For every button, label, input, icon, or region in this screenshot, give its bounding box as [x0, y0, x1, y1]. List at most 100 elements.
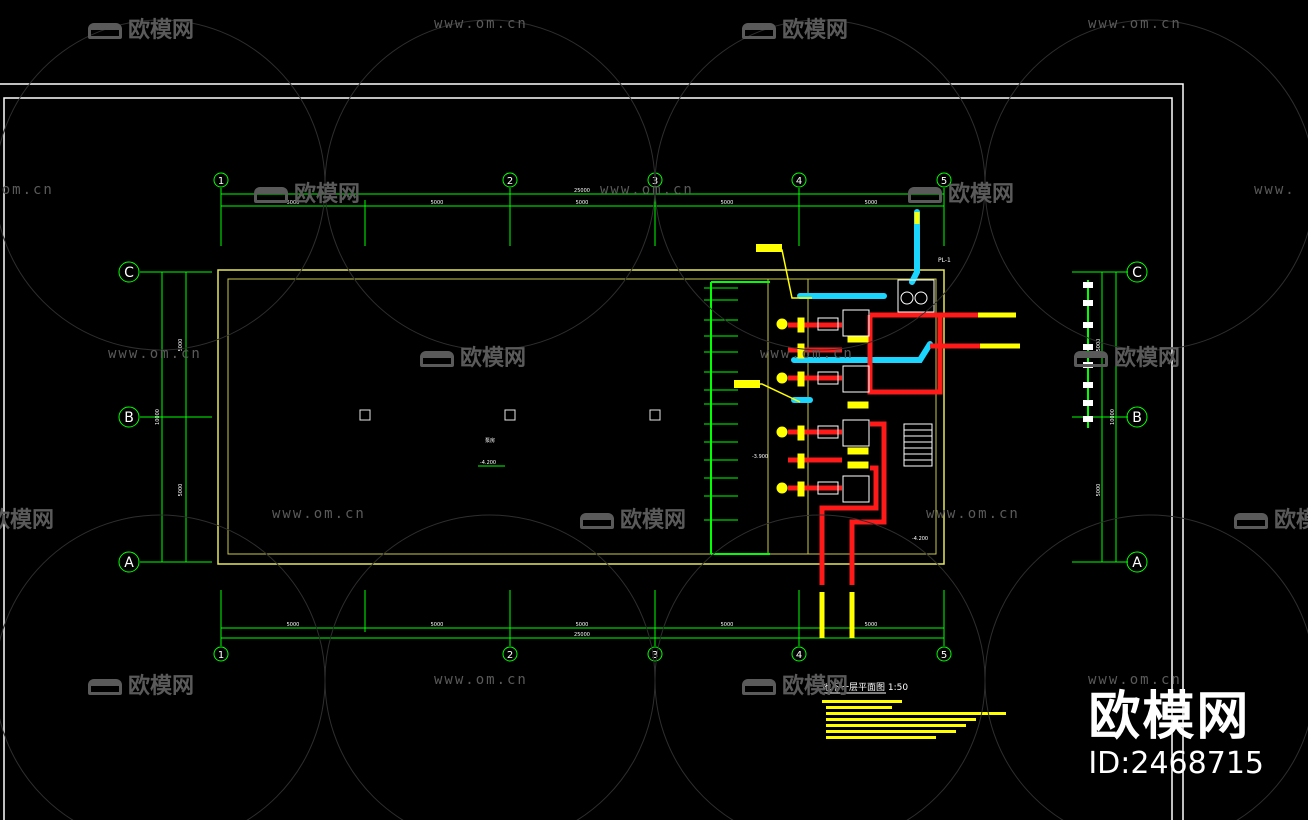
watermark-logo: 欧模网: [580, 502, 686, 534]
col-label-top-1: 1: [218, 176, 224, 187]
watermark-logo-text: 欧模网: [128, 674, 195, 699]
watermark-logo: 欧模网: [0, 502, 54, 534]
watermark-logo-text: 欧模网: [0, 508, 55, 533]
sofa-icon: [420, 351, 454, 367]
watermark-logo-text: 欧模网: [294, 182, 361, 207]
col-label-bottom-5: 5: [941, 650, 947, 661]
watermark-logo-text: 欧模网: [620, 508, 687, 533]
watermark-logo: 欧模网: [1074, 340, 1180, 372]
building-outer-wall: [217, 269, 945, 565]
green-branches: [704, 287, 738, 521]
sofa-icon: [88, 23, 122, 39]
row-label-right-b: B: [1132, 410, 1142, 426]
sofa-icon: [1074, 351, 1108, 367]
dim-top-span-5: 5000: [865, 200, 878, 206]
pump-units: [817, 309, 870, 503]
brand-id: ID:2468715: [1088, 746, 1264, 781]
dim-right-total: 10000: [1110, 409, 1116, 425]
yellow-pipes: [819, 212, 1020, 638]
col-label-top-4: 4: [796, 176, 802, 187]
sofa-icon: [254, 187, 288, 203]
watermark-logo-text: 欧模网: [782, 18, 849, 43]
dim-top-span-1: 5000: [287, 200, 300, 206]
dim-top-span-4: 5000: [721, 200, 734, 206]
watermark-arcs: [0, 19, 1308, 820]
watermark-logo-text: 欧模网: [128, 18, 195, 43]
dim-top-span-2: 5000: [431, 200, 444, 206]
watermark-site: www.om.cn: [108, 346, 202, 362]
sofa-icon: [88, 679, 122, 695]
sheet-frame-outer: [0, 83, 1184, 820]
watermark-site: www.om.cn: [434, 672, 528, 688]
watermark-site: www.om.cn: [0, 182, 54, 198]
building-inner-wall: [227, 278, 937, 555]
pump-markers: [776, 317, 869, 497]
green-manifold: [710, 281, 770, 555]
watermark-site: www.om.cn: [272, 506, 366, 522]
row-label-left-c: C: [124, 265, 134, 281]
equip-tag: PL-1: [938, 257, 951, 264]
grid-lines: [140, 188, 1128, 646]
watermark-logo-text: 欧模网: [1114, 346, 1181, 371]
drawing-title: 地下一层平面图 1:50: [822, 681, 908, 693]
row-label-left-a: A: [124, 555, 134, 571]
watermark-logo-text: 欧模网: [1274, 508, 1308, 533]
dim-top-span-3: 5000: [576, 200, 589, 206]
level-main: -4.200: [480, 460, 496, 466]
sofa-icon: [742, 23, 776, 39]
row-label-right-a: A: [1132, 555, 1142, 571]
watermark-site: www.om.cn: [1088, 672, 1182, 688]
yellow-tags: [734, 244, 782, 388]
level-mid: -3.900: [752, 454, 768, 460]
brand-badge: 欧模网 ID:2468715: [1088, 688, 1264, 782]
watermark-logo: 欧模网: [908, 176, 1014, 208]
dim-bottom-span-2: 5000: [431, 622, 444, 628]
structural-columns: [359, 409, 661, 421]
sofa-icon: [742, 679, 776, 695]
watermark-site: www.om.cn: [600, 182, 694, 198]
watermark-logo-text: 欧模网: [782, 674, 849, 699]
col-label-top-5: 5: [941, 176, 947, 187]
watermark-logo: 欧模网: [742, 668, 848, 700]
level-right: -4.200: [912, 536, 928, 542]
sofa-icon: [580, 513, 614, 529]
column-bubbles-bottom: [213, 646, 952, 662]
watermark-site: www.om.cn: [760, 346, 854, 362]
sofa-icon: [1234, 513, 1268, 529]
dim-left-span-1: 5000: [178, 339, 184, 352]
room-label: 泵房: [485, 437, 495, 444]
col-label-bottom-3: 3: [652, 650, 658, 661]
watermark-logo: 欧模网: [88, 12, 194, 44]
tank-units: [897, 279, 935, 313]
brand-name: 欧模网: [1088, 687, 1251, 747]
stair: [903, 423, 933, 467]
col-label-top-2: 2: [507, 176, 513, 187]
watermark-site: www.om.cn: [926, 506, 1020, 522]
dim-bottom-span-1: 5000: [287, 622, 300, 628]
dim-left-span-2: 5000: [178, 484, 184, 497]
watermark-logo: 欧模网: [420, 340, 526, 372]
col-label-bottom-2: 2: [507, 650, 513, 661]
dim-top-total: 25000: [574, 188, 590, 194]
notes-block: [822, 700, 1006, 739]
dim-right-span-2: 5000: [1096, 484, 1102, 497]
dim-bottom-span-4: 5000: [721, 622, 734, 628]
row-bubbles: [118, 261, 1148, 573]
watermark-logo: 欧模网: [1234, 502, 1308, 534]
row-label-right-c: C: [1132, 265, 1142, 281]
watermark-site: www.om.cn: [434, 16, 528, 32]
dim-bottom-total: 25000: [574, 632, 590, 638]
watermark-logo-text: 欧模网: [948, 182, 1015, 207]
col-label-bottom-4: 4: [796, 650, 802, 661]
dim-bottom-span-3: 5000: [576, 622, 589, 628]
cold-pipes: [791, 209, 933, 403]
dim-bottom-span-5: 5000: [865, 622, 878, 628]
sheet-frame-inner: [3, 97, 1173, 820]
watermark-site: www.om.cn: [1088, 16, 1182, 32]
dim-right-span-1: 5000: [1096, 339, 1102, 352]
watermark-logo: 欧模网: [88, 668, 194, 700]
watermark-logo-text: 欧模网: [460, 346, 527, 371]
dim-left-total: 10000: [155, 409, 161, 425]
col-label-bottom-1: 1: [218, 650, 224, 661]
